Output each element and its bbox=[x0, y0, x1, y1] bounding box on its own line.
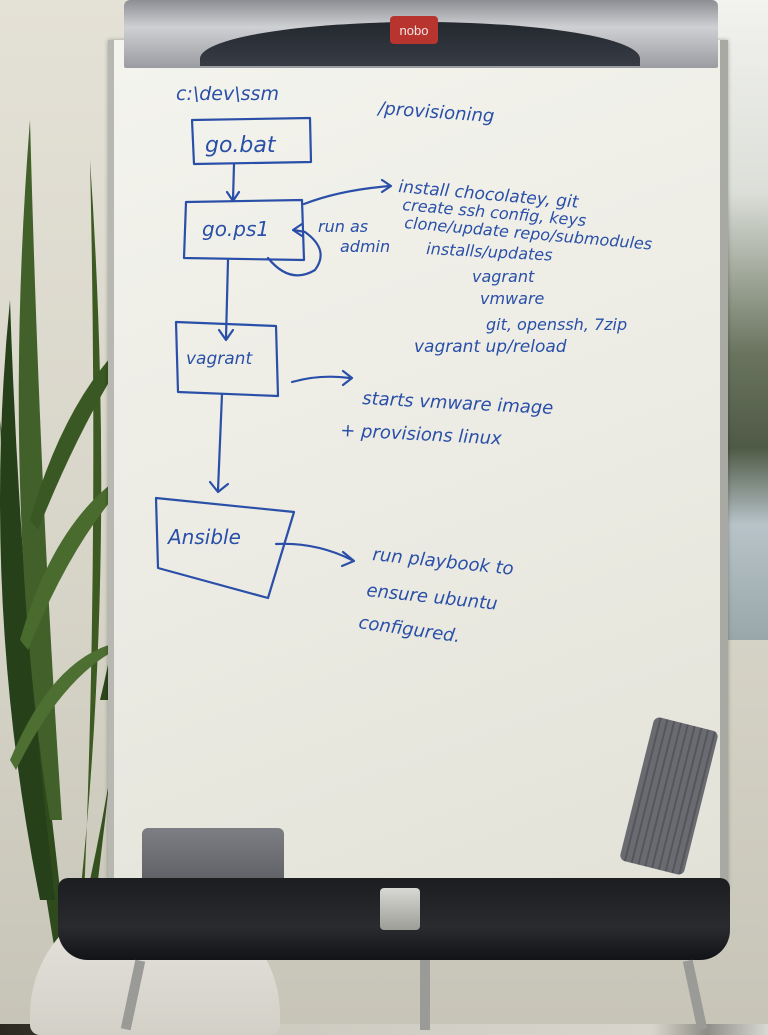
vagrant-note-1: starts vmware image bbox=[362, 388, 554, 419]
node-go-bat: go.bat bbox=[190, 116, 313, 166]
ansible-note-2: ensure ubuntu bbox=[365, 580, 498, 615]
easel-leg-center bbox=[420, 960, 430, 1030]
vagrant-notes: starts vmware image + provisions linux bbox=[340, 388, 554, 449]
arrow-go-bat-to-go-ps1 bbox=[225, 162, 241, 203]
node-go-bat-label: go.bat bbox=[205, 133, 277, 158]
arrow-vagrant-to-ansible bbox=[208, 392, 230, 494]
loop-label-line2: admin bbox=[340, 237, 390, 256]
node-ansible-label: Ansible bbox=[166, 525, 241, 549]
arrow-vagrant-to-notes bbox=[290, 369, 354, 387]
loop-label-line1: run as bbox=[318, 217, 368, 236]
brand-logo: nobo bbox=[390, 16, 438, 44]
go-ps1-note-7: git, openssh, 7zip bbox=[486, 315, 627, 334]
loop-run-as-admin: run as admin bbox=[266, 217, 390, 277]
ansible-note-1: run playbook to bbox=[371, 544, 514, 580]
node-go-ps1: go.ps1 bbox=[182, 198, 306, 262]
ansible-notes: run playbook to ensure ubuntu configured… bbox=[357, 544, 514, 647]
tray-latch bbox=[380, 888, 420, 930]
whiteboard-surface bbox=[108, 40, 728, 890]
go-ps1-note-6: vmware bbox=[480, 289, 545, 308]
arrow-go-ps1-to-notes bbox=[302, 178, 393, 206]
vagrant-note-2: + provisions linux bbox=[340, 420, 503, 449]
arrow-go-ps1-to-vagrant bbox=[217, 258, 235, 342]
node-vagrant: vagrant bbox=[174, 320, 280, 398]
arrow-ansible-to-notes bbox=[274, 542, 356, 568]
node-go-ps1-label: go.ps1 bbox=[202, 217, 269, 241]
provisioning-label: /provisioning bbox=[376, 98, 495, 127]
go-ps1-note-8: vagrant up/reload bbox=[414, 337, 567, 357]
path-label: c:\dev\ssm bbox=[176, 83, 279, 105]
node-ansible: Ansible bbox=[154, 496, 296, 600]
go-ps1-note-5: vagrant bbox=[472, 267, 535, 286]
ansible-note-3: configured. bbox=[357, 612, 461, 647]
go-ps1-notes: install chocolatey, git create ssh confi… bbox=[398, 177, 653, 357]
node-vagrant-label: vagrant bbox=[186, 349, 253, 369]
